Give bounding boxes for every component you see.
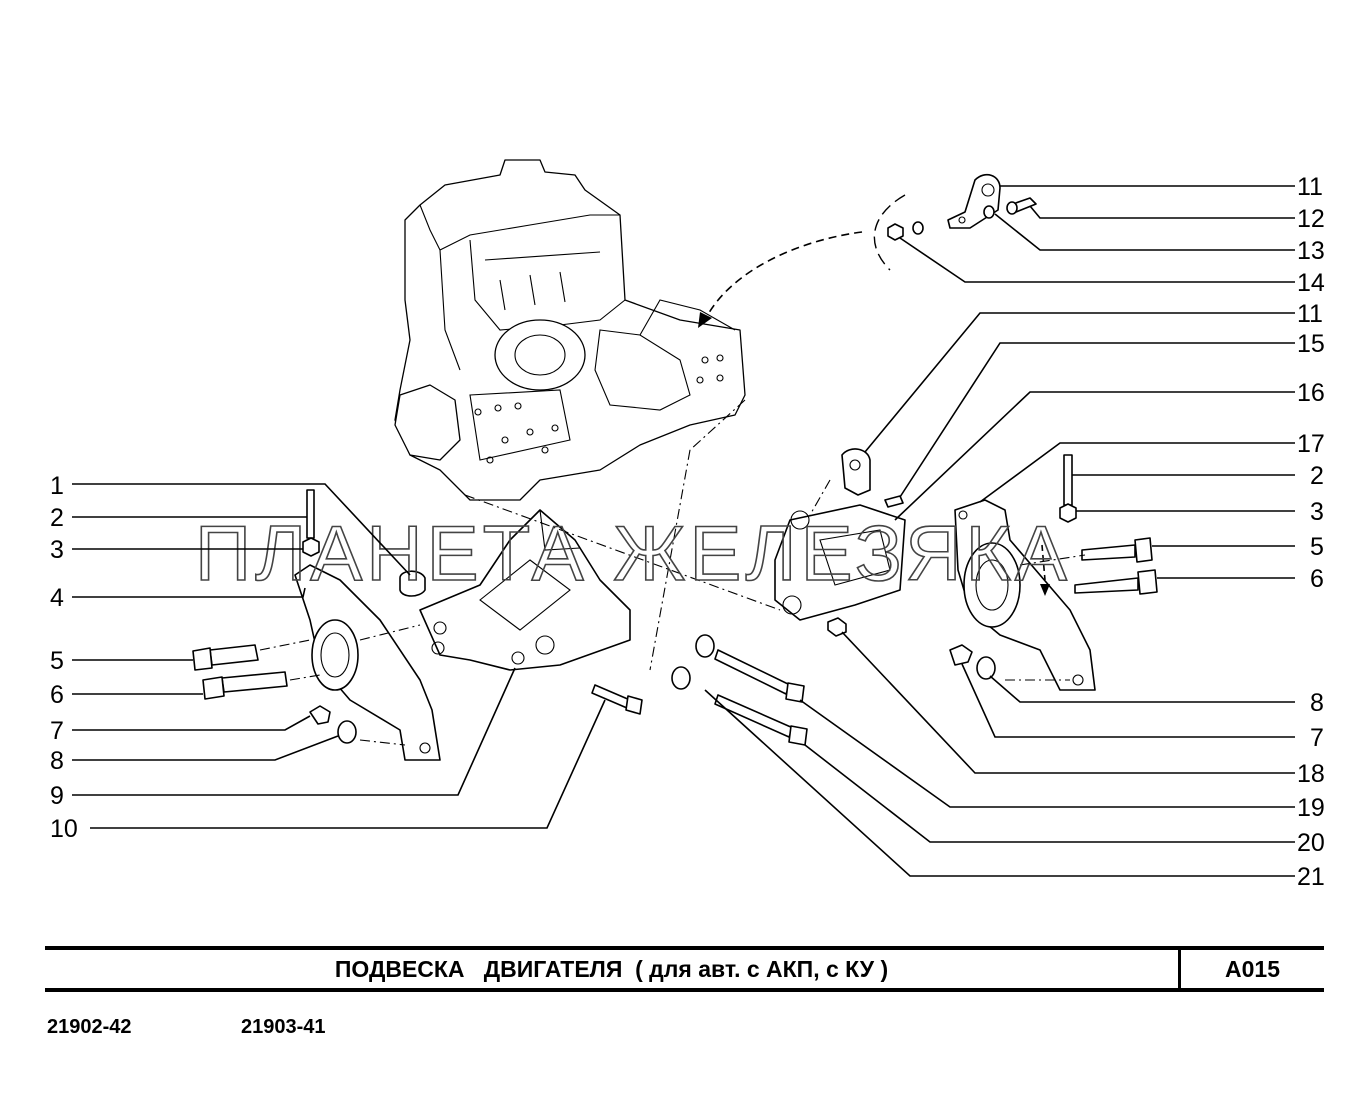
bracket-16 — [774, 448, 906, 637]
model-code-1: 21902-42 — [47, 1016, 132, 1038]
diagram-code: A015 — [1225, 955, 1280, 982]
leader-lines-right — [704, 185, 1295, 877]
callout-17: 17 — [1297, 430, 1325, 458]
watermark-text: ПЛАНЕТА ЖЕЛЕЗЯКА — [195, 509, 1071, 597]
callout-4: 4 — [50, 584, 64, 612]
mount-4 — [192, 489, 441, 761]
callouts-left: 1 2 3 4 5 6 7 8 9 10 — [50, 472, 78, 843]
callout-12: 12 — [1297, 205, 1325, 233]
callout-3: 3 — [50, 536, 64, 564]
callouts-right: 11 12 13 14 11 15 16 17 2 3 5 6 8 7 18 1… — [1297, 173, 1325, 891]
diagram-title: ПОДВЕСКА ДВИГАТЕЛЯ ( для авт. с АКП, с К… — [334, 955, 889, 982]
callout-11b: 11 — [1297, 300, 1323, 328]
callout-14: 14 — [1297, 269, 1325, 297]
callout-2b: 2 — [1310, 462, 1324, 490]
mount-17 — [949, 454, 1158, 691]
title-block: ПОДВЕСКА ДВИГАТЕЛЯ ( для авт. с АКП, с К… — [45, 946, 1324, 992]
alignment-lines — [259, 399, 1086, 746]
callout-7: 7 — [50, 717, 64, 745]
callout-13: 13 — [1297, 237, 1325, 265]
callout-20: 20 — [1297, 829, 1325, 857]
callout-8b: 8 — [1310, 689, 1324, 717]
callout-6: 6 — [50, 681, 64, 709]
engine-assembly — [394, 159, 746, 501]
model-code-2: 21903-41 — [241, 1016, 326, 1038]
callout-2: 2 — [50, 504, 64, 532]
callout-5: 5 — [50, 647, 64, 675]
callout-10: 10 — [50, 815, 78, 843]
callout-21: 21 — [1297, 863, 1325, 891]
detail-bracket-group — [887, 173, 1037, 241]
title-divider — [1178, 950, 1181, 988]
callout-18: 18 — [1297, 760, 1325, 788]
long-bolts — [671, 634, 808, 746]
callout-5b: 5 — [1310, 533, 1324, 561]
callout-7b: 7 — [1310, 724, 1324, 752]
callout-1: 1 — [50, 472, 64, 500]
detail-arrow — [698, 194, 906, 328]
callout-9: 9 — [50, 782, 64, 810]
callout-19: 19 — [1297, 794, 1325, 822]
callout-6b: 6 — [1310, 565, 1324, 593]
callout-3b: 3 — [1310, 498, 1324, 526]
callout-11: 11 — [1297, 173, 1323, 201]
callout-8: 8 — [50, 747, 64, 775]
leader-lines-left — [72, 483, 606, 829]
callout-15: 15 — [1297, 330, 1325, 358]
callout-16: 16 — [1297, 379, 1325, 407]
